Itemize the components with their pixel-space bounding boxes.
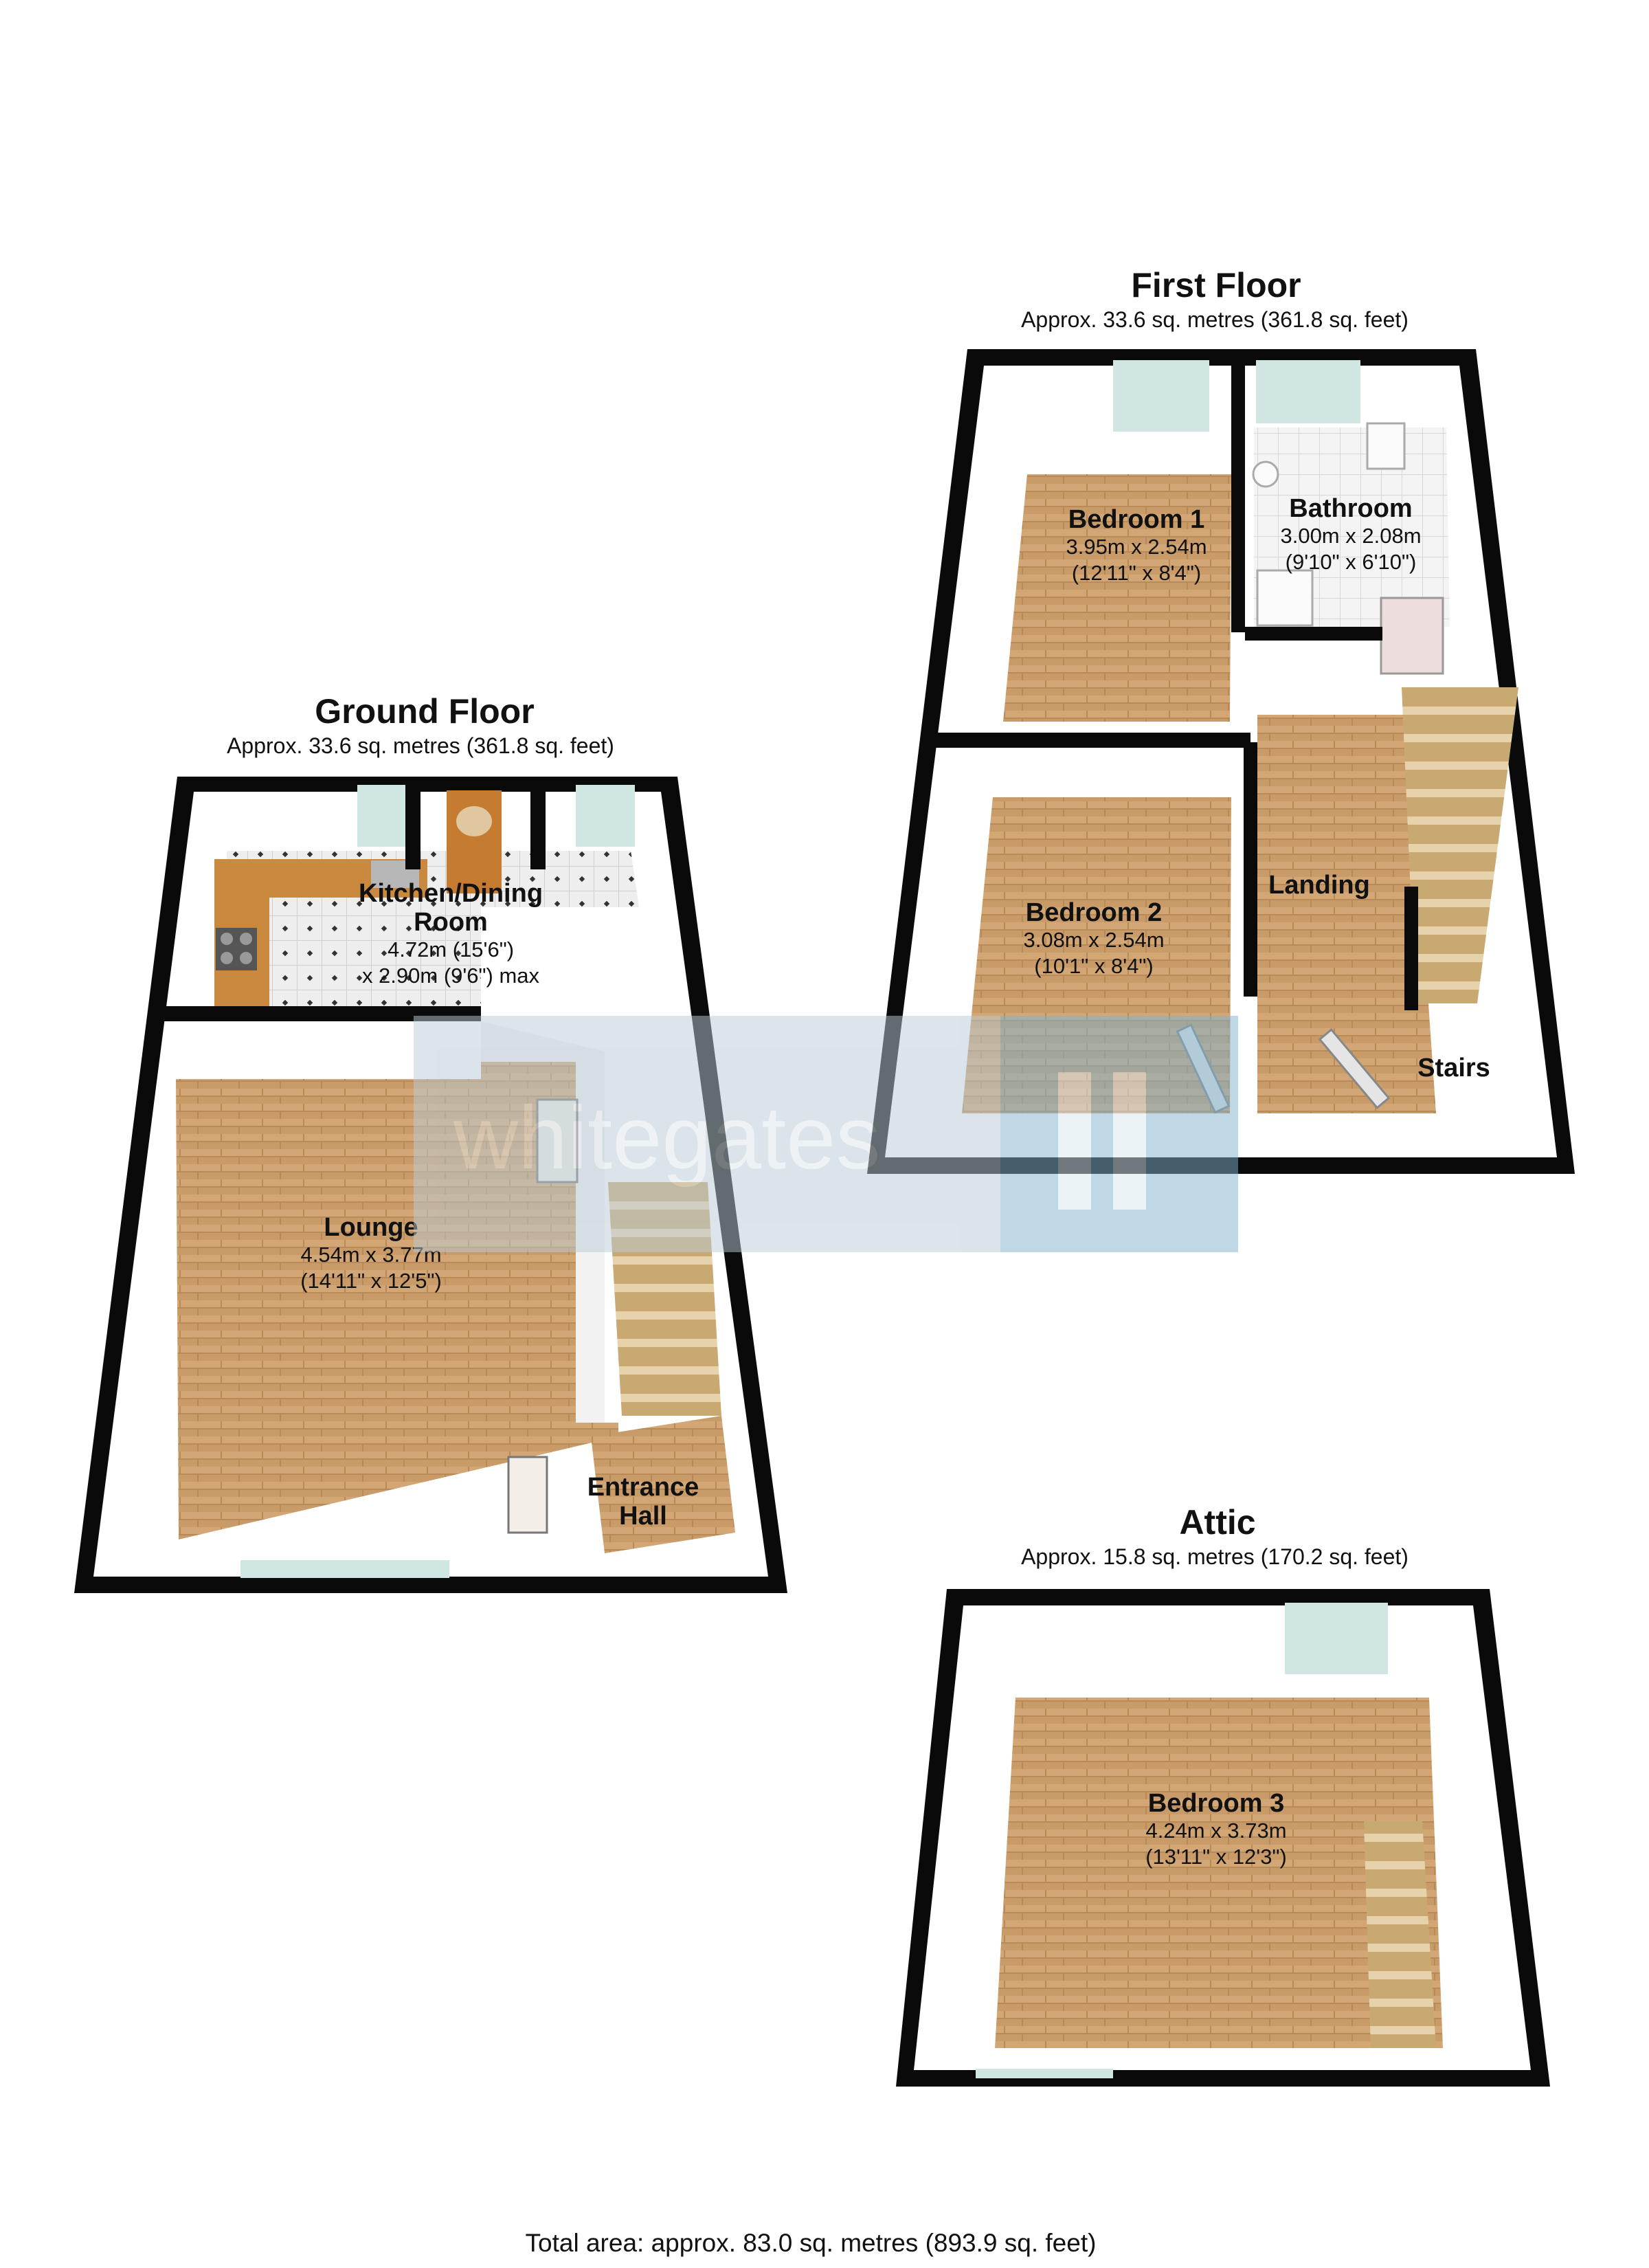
lounge-window — [240, 1560, 449, 1578]
attic-window — [1285, 1603, 1388, 1674]
first-floor-stairs — [1402, 687, 1518, 1003]
hob — [216, 928, 257, 970]
stairs-name: Stairs — [1417, 1054, 1490, 1082]
entrance-hall-name-1: Entrance — [587, 1473, 699, 1502]
bathroom-door — [1380, 597, 1444, 675]
entrance-door — [507, 1456, 548, 1534]
bathroom-dim-2: (9'10" x 6'10") — [1286, 550, 1417, 574]
attic-title: Attic — [1179, 1503, 1255, 1542]
stairs-wall — [1404, 887, 1418, 1010]
attic-floor: Attic Approx. 15.8 sq. metres (170.2 sq.… — [896, 1503, 1550, 2087]
kitchen-dim-1: 4.72m (15'6") — [388, 937, 514, 961]
bedroom-1-dim-2: (12'11" x 8'4") — [1072, 561, 1201, 585]
watermark-text: whitegates — [453, 1087, 881, 1188]
first-floor-title: First Floor — [1131, 266, 1301, 304]
bedroom-1-floor — [1003, 474, 1231, 722]
attic-area: Approx. 15.8 sq. metres (170.2 sq. feet) — [1021, 1544, 1409, 1569]
bedroom-2-dim-1: 3.08m x 2.54m — [1023, 928, 1164, 952]
ground-floor-title: Ground Floor — [315, 692, 534, 731]
entrance-hall-floor — [591, 1416, 735, 1553]
total-area: Total area: approx. 83.0 sq. metres (893… — [526, 2229, 1097, 2257]
bedroom-1-name: Bedroom 1 — [1068, 505, 1204, 534]
ground-floor-area: Approx. 33.6 sq. metres (361.8 sq. feet) — [227, 733, 614, 758]
kitchen-dim-2: x 2.90m (9'6") max — [362, 964, 540, 988]
attic-stairs — [1364, 1821, 1436, 2048]
landing-floor — [1257, 715, 1436, 1113]
kitchen-window-2 — [576, 785, 635, 847]
bedroom-divider-wall — [934, 733, 1250, 748]
back-door — [447, 790, 502, 893]
bedroom-1-window — [1113, 360, 1209, 432]
bathroom-dim-1: 3.00m x 2.08m — [1280, 524, 1421, 548]
kitchen-name-2: Room — [414, 908, 488, 937]
bedroom-2-dim-2: (10'1" x 8'4") — [1034, 954, 1153, 978]
landing-door — [1318, 1028, 1391, 1109]
bedroom-3-dim-1: 4.24m x 3.73m — [1145, 1819, 1286, 1843]
first-floor-area: Approx. 33.6 sq. metres (361.8 sq. feet) — [1021, 307, 1409, 332]
bathroom-window — [1256, 360, 1360, 423]
lounge-dim-2: (14'11" x 12'5") — [300, 1269, 442, 1293]
kitchen-name-1: Kitchen/Dining — [359, 879, 543, 908]
bedroom-1-dim-1: 3.95m x 2.54m — [1066, 535, 1207, 559]
bathroom-bottom-wall — [1245, 627, 1382, 641]
bedroom-2-name: Bedroom 2 — [1026, 898, 1162, 927]
kitchen-lounge-wall — [153, 1006, 481, 1021]
bedroom-1-right-wall — [1231, 357, 1245, 632]
whitegates-watermark: whitegates — [414, 1016, 1238, 1252]
bedroom-3-dim-2: (13'11" x 12'3") — [1145, 1845, 1287, 1869]
bath — [1256, 569, 1314, 627]
landing-name: Landing — [1268, 871, 1370, 900]
attic-bottom-window — [976, 2069, 1113, 2078]
landing-wall — [1244, 742, 1257, 997]
bathroom-name: Bathroom — [1289, 494, 1412, 523]
bedroom-3-name: Bedroom 3 — [1148, 1789, 1284, 1818]
toilet — [1366, 422, 1406, 470]
bedroom-3-floor — [995, 1698, 1443, 2048]
lounge-name: Lounge — [324, 1213, 418, 1242]
entrance-hall-name-2: Hall — [619, 1502, 667, 1531]
